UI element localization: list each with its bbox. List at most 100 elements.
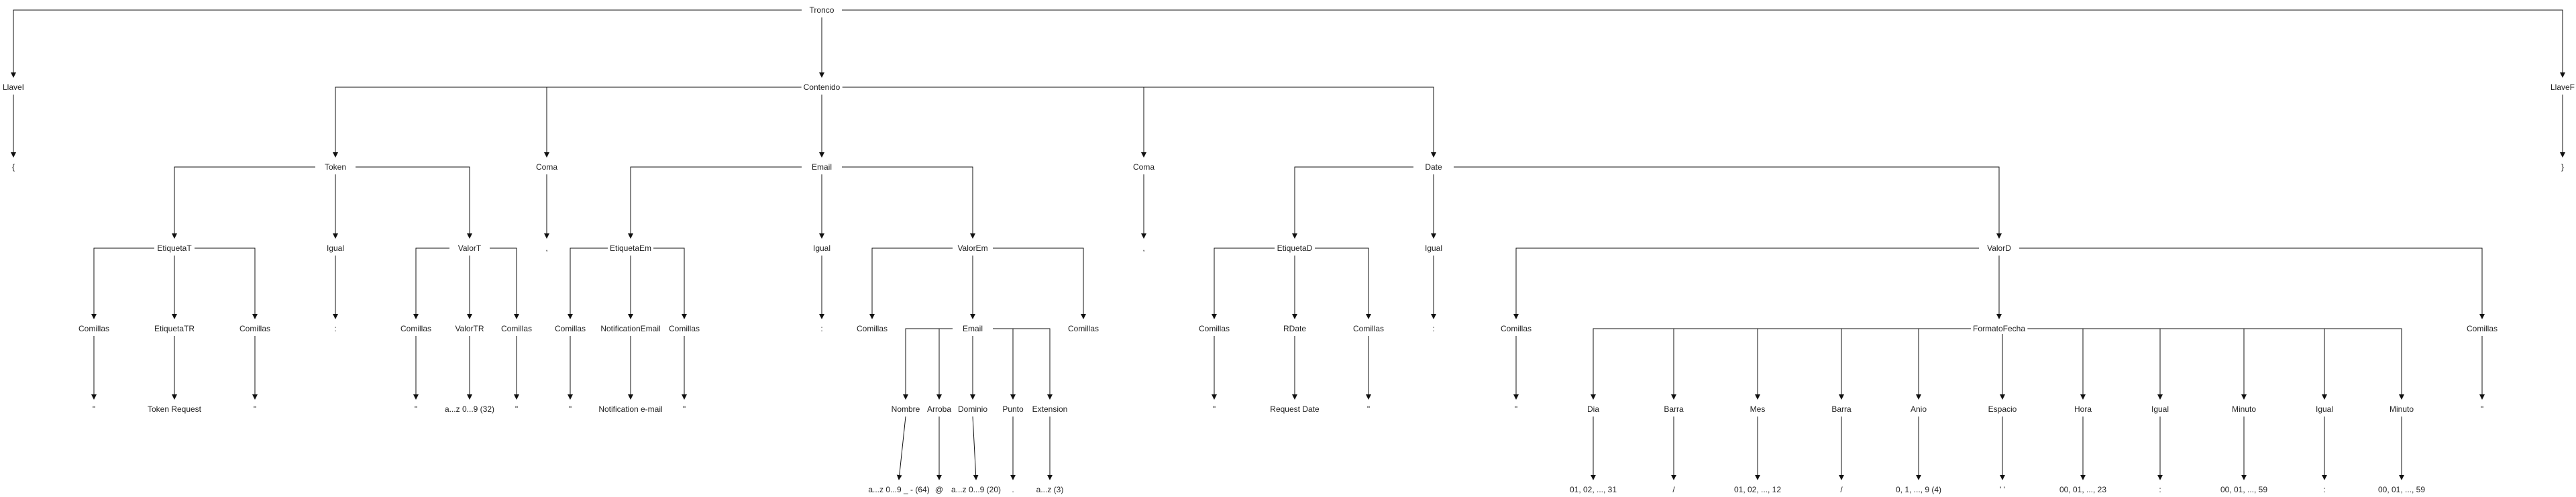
node-igual-m: Igual <box>2313 404 2336 415</box>
node-label-punto-leaf: . <box>1012 485 1014 494</box>
node-leaf-q8: " <box>1364 404 1373 415</box>
edge-formato-fecha-to-espacio <box>2000 328 2019 400</box>
edge-etiqueta-d-to-ed-comillas-2 <box>1315 247 1371 319</box>
node-label-token: Token <box>325 162 346 172</box>
node-label-valor-tr: ValorTR <box>455 324 484 333</box>
node-label-leaf-q4: " <box>515 404 518 414</box>
edge-email-to-etiqueta-em <box>628 166 802 239</box>
node-barra-2-leaf: / <box>1838 484 1845 495</box>
node-label-igual-d: Igual <box>1425 243 1442 253</box>
edge-formato-fecha-to-barra-1 <box>1671 328 1979 400</box>
node-leaf-q4: " <box>513 404 521 415</box>
node-label-leaf-q3: " <box>415 404 417 414</box>
node-label-email-inner: Email <box>963 324 983 333</box>
node-label-vem-comillas-2: Comillas <box>1068 324 1099 333</box>
node-label-extension-leaf: a...z (3) <box>1036 485 1064 494</box>
node-token-request: Token Request <box>145 404 204 415</box>
node-leaf-q6: " <box>680 404 688 415</box>
node-label-dominio-leaf: a...z 0...9 (20) <box>951 485 1001 494</box>
node-label-etiqueta-tr: EtiquetaTR <box>154 324 195 333</box>
node-leaf-q2: " <box>251 404 259 415</box>
node-arroba-leaf: @ <box>932 484 946 495</box>
node-barra-1: Barra <box>1662 404 1686 415</box>
edge-valor-t-to-vt-comillas-1 <box>413 247 449 319</box>
edge-valor-em-to-vem-comillas-2 <box>993 247 1086 319</box>
node-label-token-request: Token Request <box>148 404 202 414</box>
edge-valor-d-to-vd-comillas-2 <box>2019 247 2485 319</box>
node-ed-comillas-2: Comillas <box>1350 323 1387 334</box>
edge-valor-d-to-vd-comillas-1 <box>1513 247 1979 319</box>
node-igual-t-leaf: : <box>332 323 339 334</box>
node-label-leaf-q6: " <box>683 404 686 414</box>
node-valor-tr-leaf: a...z 0...9 (32) <box>442 404 497 415</box>
node-rdate: RDate <box>1281 323 1309 334</box>
node-arroba: Arroba <box>924 404 954 415</box>
node-valor-em: ValorEm <box>955 243 990 254</box>
node-label-llave-i: LlaveI <box>3 82 24 92</box>
node-label-espacio-leaf: ' ' <box>2000 485 2005 494</box>
node-label-leaf-q8: " <box>1367 404 1370 414</box>
node-etiqueta-d: EtiquetaD <box>1275 243 1315 254</box>
node-label-et-comillas-1: Comillas <box>78 324 109 333</box>
node-igual-h: Igual <box>2149 404 2171 415</box>
edge-etiqueta-d-to-ed-comillas-1 <box>1212 247 1275 319</box>
node-etiqueta-t: EtiquetaT <box>155 243 195 254</box>
node-label-espacio: Espacio <box>1988 404 2017 414</box>
node-vem-comillas-2: Comillas <box>1065 323 1102 334</box>
edge-contenido-to-date <box>842 87 1436 158</box>
node-label-minuto-1: Minuto <box>2232 404 2256 414</box>
node-label-vd-comillas-2: Comillas <box>2467 324 2498 333</box>
node-label-arroba: Arroba <box>927 404 951 414</box>
node-label-igual-em-leaf: : <box>820 324 822 333</box>
node-label-dia: Dia <box>1587 404 1599 414</box>
node-leaf-q9: " <box>1512 404 1520 415</box>
node-label-leaf-q5: " <box>569 404 572 414</box>
edge-contenido-to-coma-1 <box>544 87 802 158</box>
node-llave-i: LlaveI <box>0 82 27 93</box>
node-label-root: Tronco <box>810 5 835 15</box>
edge-token-to-etiqueta-t <box>172 166 315 239</box>
node-label-coma-2: Coma <box>1133 162 1155 172</box>
node-et-comillas-2: Comillas <box>237 323 273 334</box>
node-label-barra-1: Barra <box>1664 404 1684 414</box>
node-barra-2: Barra <box>1829 404 1854 415</box>
node-label-leaf-q7: " <box>1213 404 1216 414</box>
edge-root-to-llave-i <box>11 9 802 78</box>
node-open-brace: { <box>9 162 17 172</box>
edge-email-inner-to-arroba <box>936 328 953 400</box>
node-label-notification-email-leaf: Notification e-mail <box>598 404 662 414</box>
node-valor-t: ValorT <box>455 243 484 254</box>
node-label-dominio: Dominio <box>958 404 987 414</box>
node-label-valor-em: ValorEm <box>957 243 987 253</box>
node-label-valor-tr-leaf: a...z 0...9 (32) <box>445 404 494 414</box>
node-anio: Anio <box>1908 404 1929 415</box>
node-coma-1-leaf: , <box>543 243 550 254</box>
node-vt-comillas-1: Comillas <box>398 323 434 334</box>
edge-formato-fecha-to-igual-m <box>2019 328 2327 400</box>
node-label-igual-t-leaf: : <box>334 324 336 333</box>
node-igual-d: Igual <box>1422 243 1445 254</box>
node-request-date: Request Date <box>1268 404 1322 415</box>
edge-formato-fecha-to-hora <box>2019 328 2086 400</box>
node-label-coma-1: Coma <box>536 162 557 172</box>
edge-nombre-to-nombre-leaf <box>896 416 906 480</box>
node-label-formato-fecha: FormatoFecha <box>1973 324 2025 333</box>
node-leaf-q5: " <box>566 404 574 415</box>
node-close-brace: } <box>2559 162 2567 172</box>
node-igual-m-leaf: : <box>2321 484 2328 495</box>
node-vd-comillas-2: Comillas <box>2464 323 2500 334</box>
node-label-minuto-2: Minuto <box>2390 404 2414 414</box>
edge-formato-fecha-to-minuto-2 <box>2019 328 2404 400</box>
edge-etiqueta-t-to-et-comillas-1 <box>91 247 154 319</box>
edge-contenido-to-coma-2 <box>842 87 1146 158</box>
node-label-vt-comillas-1: Comillas <box>400 324 431 333</box>
node-label-vem-comillas-1: Comillas <box>857 324 888 333</box>
node-minuto-2: Minuto <box>2387 404 2416 415</box>
node-barra-1-leaf: / <box>1670 484 1678 495</box>
node-label-minuto-1-leaf: 00, 01, ..., 59 <box>2220 485 2267 494</box>
node-label-eem-comillas-1: Comillas <box>555 324 586 333</box>
node-minuto-1: Minuto <box>2229 404 2259 415</box>
node-igual-d-leaf: : <box>1430 323 1437 334</box>
node-valor-tr: ValorTR <box>453 323 486 334</box>
edge-formato-fecha-to-barra-2 <box>1839 328 1979 400</box>
